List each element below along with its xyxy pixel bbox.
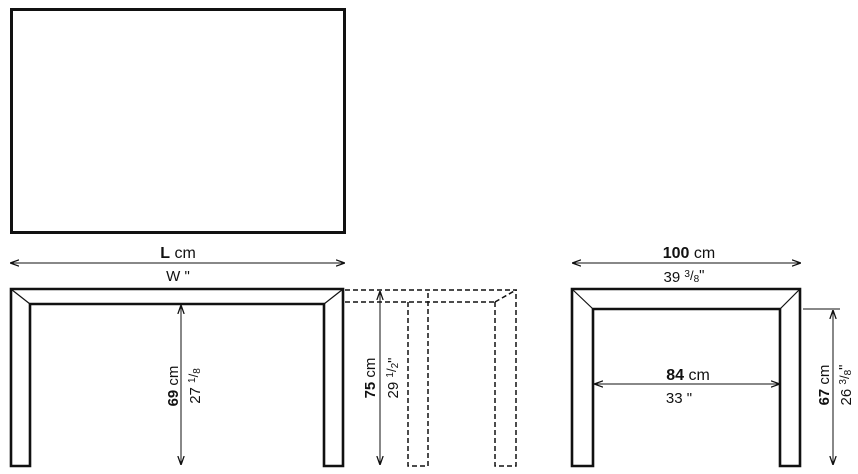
front-view-table [9,287,345,468]
height-right-imperial: 26 3/8" [836,365,855,406]
depth-imperial-label: 39 3/8" [664,267,705,286]
height-left-imperial: 27 1/8 [186,368,204,404]
height-dimension-right: 67 cm 26 3/8" [803,308,855,465]
height-right-metric: 67 cm [816,365,833,406]
side-view-table [570,287,802,468]
extension-leaf-dashed [345,289,517,467]
height-dimension-middle: 75 cm 29 1/2" [362,291,402,465]
width-dimension: L cm W " [10,245,345,285]
width-label: L cm [160,245,196,262]
height-mid-metric: 75 cm [362,358,379,399]
inner-width-imperial-label: 33 " [666,390,692,407]
height-dimension-left: 69 cm 27 1/8 [165,305,204,465]
inner-width-label: 84 cm [666,367,710,384]
height-mid-imperial: 29 1/2" [384,358,402,399]
top-view-rectangle [10,8,346,234]
inner-width-dimension: 84 cm 33 " [594,367,780,407]
depth-dimension: 100 cm 39 3/8" [572,245,801,286]
depth-label: 100 cm [663,245,715,262]
width-imperial-label: W " [166,268,190,285]
height-left-metric: 69 cm [165,366,182,407]
